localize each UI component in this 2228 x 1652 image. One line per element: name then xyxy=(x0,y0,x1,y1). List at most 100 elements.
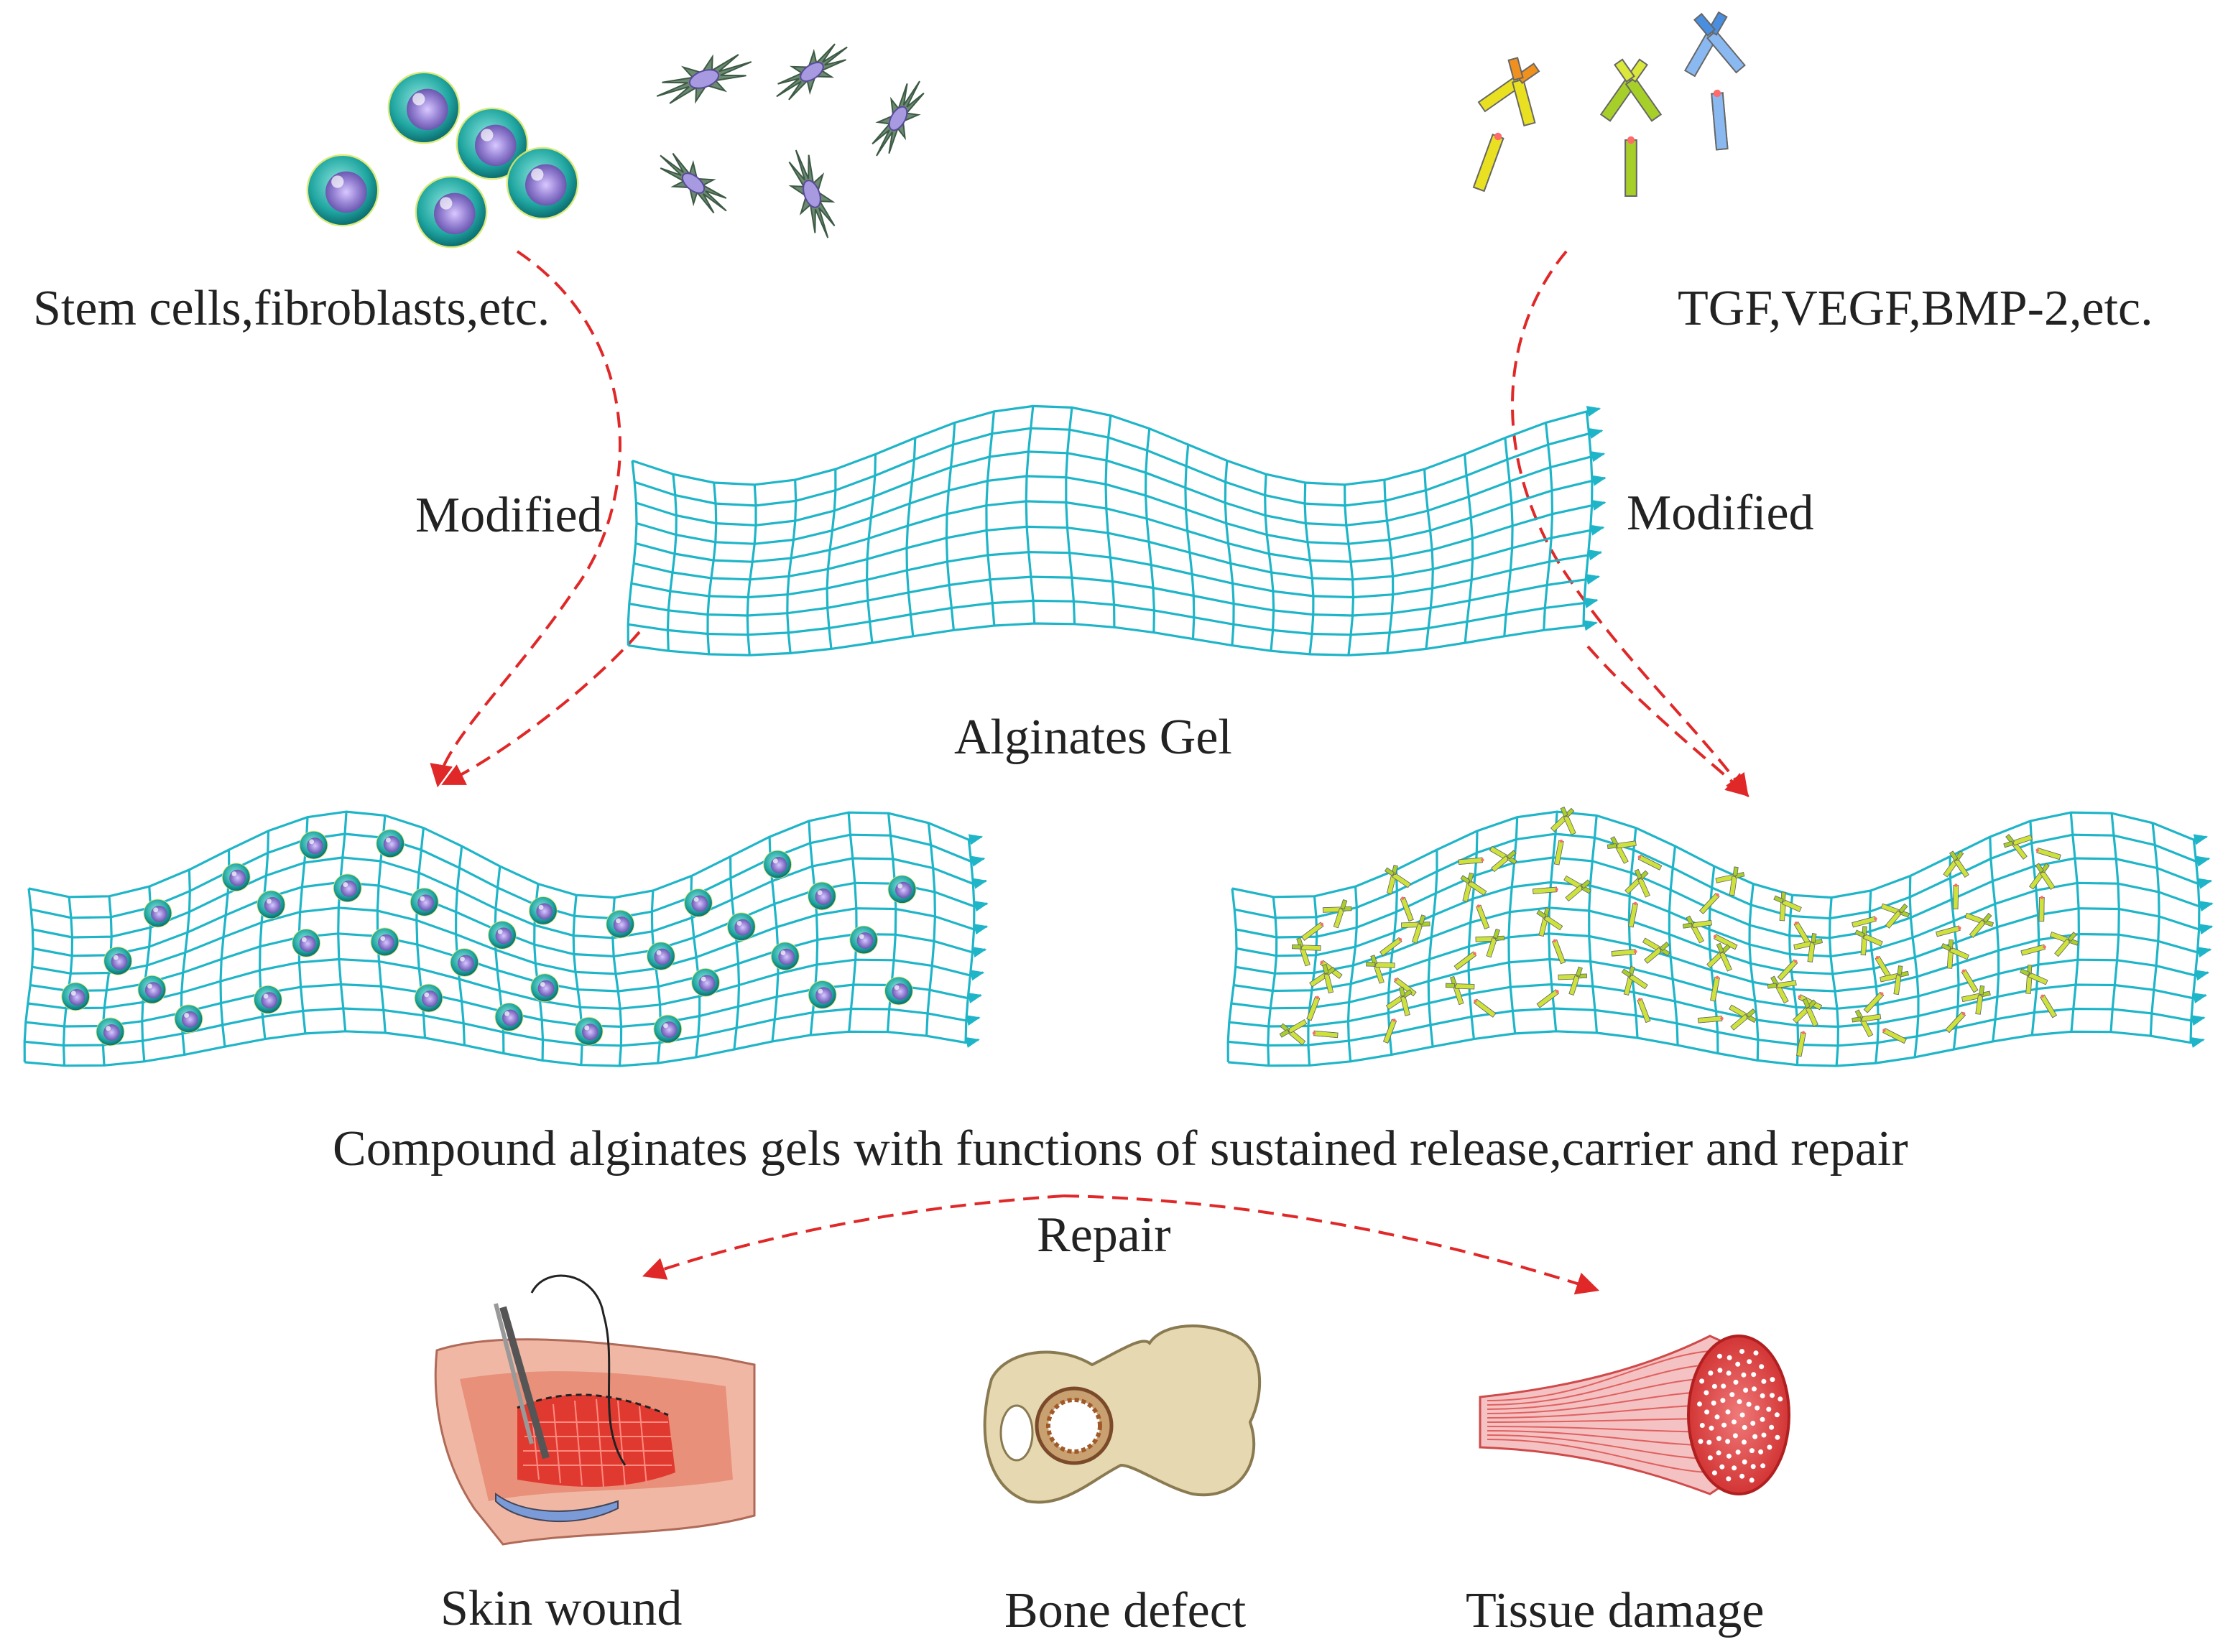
stem-cell-icon xyxy=(488,920,517,950)
stem-cell-icon xyxy=(506,147,579,220)
embedded-antibodies xyxy=(1279,806,2079,1057)
mesh-strand xyxy=(1748,883,1760,1061)
stem-cell-icon xyxy=(96,1017,125,1047)
dashed-arrow xyxy=(1511,250,1749,798)
stem-cell-icon xyxy=(370,927,399,957)
mesh-strand xyxy=(1464,454,1474,644)
embedded-cells xyxy=(61,829,917,1047)
antibody-icon xyxy=(1458,845,1517,873)
antibody-icon xyxy=(1852,903,1910,929)
antibody-icon xyxy=(1279,1019,1339,1046)
antibody-group xyxy=(1472,11,1746,197)
antibody-icon xyxy=(1793,998,1818,1057)
stem-cell-icon xyxy=(61,982,91,1011)
mesh-strand xyxy=(337,811,348,1031)
fibroblast-icon xyxy=(788,149,836,238)
mesh-strand xyxy=(1228,1007,2206,1047)
dashed-arrow xyxy=(642,1194,1064,1280)
mesh-strand xyxy=(23,888,34,1062)
antibody-icon xyxy=(1706,942,1732,1002)
stem-cell-icon xyxy=(763,850,792,879)
fibroblast-icon xyxy=(656,54,752,104)
alginate-gel-mesh xyxy=(627,404,1607,656)
mesh-strand xyxy=(925,822,937,1036)
stem-cell-icon xyxy=(415,175,488,249)
mesh-strand xyxy=(1543,422,1554,631)
dashed-arrow xyxy=(441,631,641,785)
stem-cell-icon xyxy=(887,875,917,904)
bone-defect-label: Bone defect xyxy=(1004,1583,1247,1638)
mesh-strand xyxy=(1668,845,1679,1046)
mesh-strand xyxy=(454,845,466,1046)
stem-cell-icon xyxy=(387,71,461,144)
mesh-strand xyxy=(746,484,757,656)
mesh-strand xyxy=(706,482,718,654)
antibody-icon xyxy=(1777,933,1823,981)
mesh-strand xyxy=(1229,983,2208,1029)
mesh-strand xyxy=(1588,815,1599,1034)
mesh-strand xyxy=(627,597,1599,636)
antibody-icon xyxy=(1936,912,1994,938)
antibody-icon xyxy=(1682,915,1738,950)
growth-factors-label: TGF,VEGF,BMP-2,etc. xyxy=(1678,281,2153,336)
mesh-strand xyxy=(1065,407,1076,624)
stem-cell-icon xyxy=(292,928,321,957)
antibody-icon xyxy=(1536,966,1588,1008)
antibody-icon xyxy=(1599,58,1663,197)
antibody-icon xyxy=(1306,964,1336,1021)
stem-cell-icon xyxy=(253,985,282,1014)
stem-cell-icon xyxy=(691,967,720,997)
mesh-strand xyxy=(62,896,74,1066)
dashed-arrow xyxy=(430,250,621,788)
mesh-strand xyxy=(1503,437,1514,636)
antibody-icon xyxy=(1767,975,1823,1011)
mesh-strand xyxy=(629,574,1601,617)
mesh-strand xyxy=(1387,869,1398,1055)
stem-cell-icon xyxy=(849,925,879,955)
muscle-tissue-icon xyxy=(1479,1335,1790,1495)
antibody-icon xyxy=(1945,985,1991,1034)
stem-cell-icon xyxy=(606,909,635,939)
mesh-strand xyxy=(1267,896,1278,1066)
mesh-strand xyxy=(1507,817,1519,1034)
mesh-strand xyxy=(628,620,1598,656)
stem-cell-icon xyxy=(646,942,675,971)
antibody-icon xyxy=(1472,57,1540,192)
stem-cell-icon xyxy=(299,830,328,860)
mesh-strand xyxy=(30,832,986,920)
mesh-strand xyxy=(634,427,1604,507)
mesh-strand xyxy=(826,469,837,649)
antibody-icon xyxy=(2028,863,2056,922)
mesh-strand xyxy=(1236,881,2214,958)
antibody-icon xyxy=(1773,891,1811,945)
stem-cell-icon xyxy=(808,881,836,911)
mesh-strand xyxy=(1228,1030,2205,1067)
antibody-icon xyxy=(1697,1004,1757,1031)
stem-cell-icon xyxy=(653,1014,683,1044)
mesh-strand xyxy=(1264,474,1275,651)
skin-wound-icon xyxy=(434,1274,756,1546)
antibody-icon xyxy=(1611,937,1670,964)
antibody-icon xyxy=(1536,907,1566,965)
mesh-strand xyxy=(1104,415,1116,628)
mesh-strand xyxy=(1788,895,1800,1065)
fibroblast-icon xyxy=(872,80,925,157)
mesh-strand xyxy=(666,474,678,651)
modified-right-label: Modified xyxy=(1627,486,1814,541)
stem-cell-icon xyxy=(456,107,529,180)
mesh-strand xyxy=(633,524,1605,581)
mesh-strand xyxy=(32,856,988,939)
stem-cell-icon xyxy=(103,946,133,975)
mesh-strand xyxy=(1467,830,1479,1039)
mesh-strand xyxy=(2109,813,2120,1032)
antibody-icon xyxy=(2003,834,2061,860)
stem-cell-icon xyxy=(726,912,756,942)
antibody-icon xyxy=(1453,928,1505,970)
antibody-icon xyxy=(1863,965,1909,1013)
antibody-icon xyxy=(1624,868,1650,928)
mesh-strand xyxy=(24,1030,980,1067)
tissue-damage-label: Tissue damage xyxy=(1466,1583,1765,1638)
mesh-strand xyxy=(28,810,984,899)
mesh-strand xyxy=(1383,480,1395,654)
